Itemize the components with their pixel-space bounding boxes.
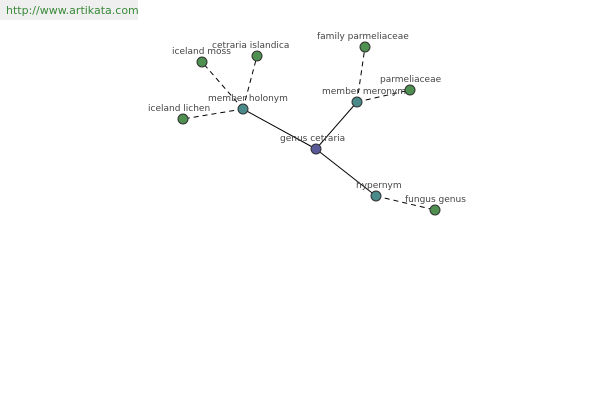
node-circle-parmeliaceae[interactable] — [404, 84, 416, 96]
node-label-genus-cetraria: genus cetraria — [280, 134, 345, 144]
node-member-holonym[interactable]: member holonym — [208, 94, 288, 115]
node-label-parmeliaceae: parmeliaceae — [380, 75, 442, 85]
node-label-member-meronym: member meronym — [322, 87, 406, 97]
node-genus-cetraria[interactable]: genus cetraria — [280, 134, 345, 155]
node-label-family-parmeliaceae: family parmeliaceae — [317, 32, 409, 42]
edge-hypernym-to-fungus-genus — [375, 195, 436, 211]
node-cetraria-islandica[interactable]: cetraria islandica — [212, 41, 289, 62]
node-label-hypernym: hypernym — [356, 181, 402, 191]
node-circle-member-holonym[interactable] — [237, 103, 249, 115]
edge-genus-cetraria-to-hypernym — [315, 148, 377, 197]
node-family-parmeliaceae[interactable]: family parmeliaceae — [317, 32, 409, 53]
node-hypernym[interactable]: hypernym — [356, 181, 402, 202]
node-iceland-lichen[interactable]: iceland lichen — [148, 104, 210, 125]
node-label-iceland-moss: iceland moss — [172, 47, 231, 57]
node-parmeliaceae[interactable]: parmeliaceae — [380, 75, 442, 96]
node-member-meronym[interactable]: member meronym — [322, 87, 406, 108]
node-label-cetraria-islandica: cetraria islandica — [212, 41, 289, 51]
edge-member-holonym-to-iceland-moss — [201, 61, 244, 110]
node-label-member-holonym: member holonym — [208, 94, 288, 104]
node-fungus-genus[interactable]: fungus genus — [405, 195, 466, 216]
edge-genus-cetraria-to-member-meronym — [315, 101, 358, 150]
url-banner: http://www.artikata.com — [0, 0, 139, 20]
node-circle-iceland-lichen[interactable] — [177, 113, 189, 125]
node-circle-fungus-genus[interactable] — [429, 204, 441, 216]
edge-genus-cetraria-to-member-holonym — [242, 108, 317, 150]
node-label-iceland-lichen: iceland lichen — [148, 104, 210, 114]
edge-member-holonym-to-cetraria-islandica — [242, 55, 258, 110]
node-circle-member-meronym[interactable] — [351, 96, 363, 108]
edge-member-holonym-to-iceland-lichen — [182, 108, 244, 120]
site-url-link[interactable]: http://www.artikata.com — [6, 4, 139, 17]
edges-layer — [182, 46, 436, 211]
node-circle-family-parmeliaceae[interactable] — [359, 41, 371, 53]
node-label-fungus-genus: fungus genus — [405, 195, 466, 205]
edge-member-meronym-to-family-parmeliaceae — [356, 46, 366, 103]
node-circle-genus-cetraria[interactable] — [310, 143, 322, 155]
node-iceland-moss[interactable]: iceland moss — [172, 47, 231, 68]
edge-member-meronym-to-parmeliaceae — [356, 89, 411, 103]
node-circle-cetraria-islandica[interactable] — [251, 50, 263, 62]
nodes-layer: genus cetraria member holonym member meron… — [148, 32, 466, 216]
node-circle-hypernym[interactable] — [370, 190, 382, 202]
node-circle-iceland-moss[interactable] — [196, 56, 208, 68]
